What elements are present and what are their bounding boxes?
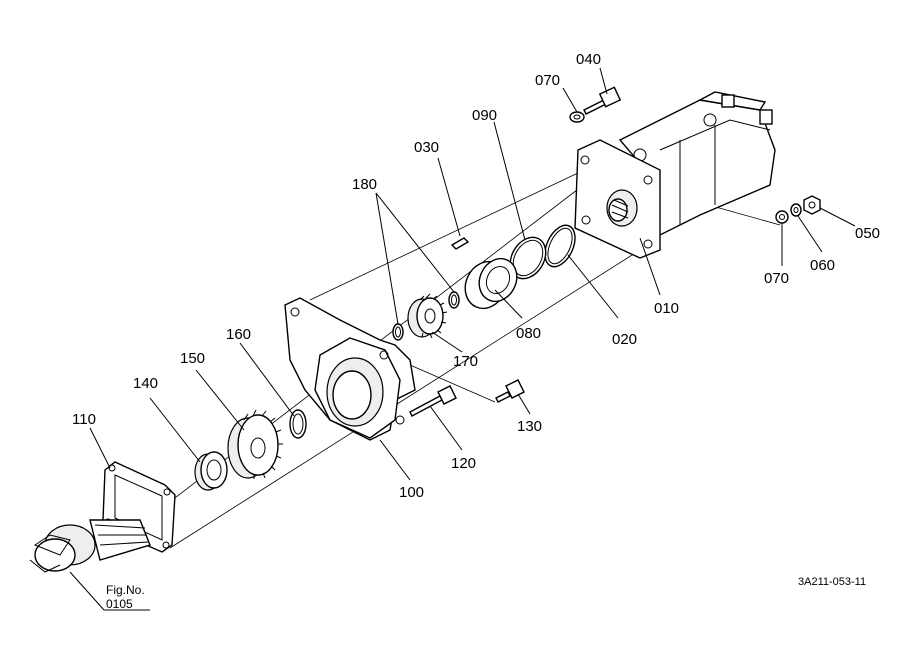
label-170: 170 (453, 353, 478, 370)
label-120: 120 (451, 455, 476, 472)
label-060: 060 (810, 257, 835, 274)
snap-ring-180-b (392, 323, 404, 341)
oil-seal-140 (194, 451, 228, 491)
drawing-code: 3A211-053-11 (798, 576, 866, 588)
label-160: 160 (226, 326, 251, 343)
label-080: 080 (516, 325, 541, 342)
label-070-top: 070 (535, 72, 560, 89)
bolt-120 (409, 385, 457, 417)
label-050: 050 (855, 225, 880, 242)
washer-070-right (775, 210, 789, 224)
snap-ring-180-a (448, 291, 460, 309)
gear-150 (227, 409, 283, 479)
assembly-guide-lines (119, 171, 781, 549)
label-090: 090 (472, 107, 497, 124)
figure-ref-line1: Fig.No. (106, 583, 145, 597)
label-020: 020 (612, 331, 637, 348)
part-labels: 040 070 090 030 180 050 060 070 010 020 … (72, 51, 880, 611)
hydraulic-pump-010 (574, 91, 776, 259)
snap-ring-160 (289, 409, 307, 439)
label-110: 110 (72, 411, 96, 428)
spring-washer-060 (790, 203, 802, 217)
label-030: 030 (414, 139, 439, 156)
gear-170 (407, 293, 448, 339)
nut-050 (803, 195, 821, 215)
label-140: 140 (133, 375, 158, 392)
label-150: 150 (180, 350, 205, 367)
shaft-fig-0105 (29, 519, 151, 573)
pin-030 (450, 237, 470, 250)
label-180: 180 (352, 176, 377, 193)
label-070-right: 070 (764, 270, 789, 287)
housing-100 (284, 297, 416, 441)
label-100: 100 (399, 484, 424, 501)
bolt-040 (583, 86, 622, 115)
bolt-130 (495, 379, 525, 403)
washer-070-top (569, 111, 585, 123)
label-010: 010 (654, 300, 679, 317)
o-ring-020 (544, 224, 576, 268)
collar-080 (464, 257, 518, 310)
leader-lines (69, 67, 856, 611)
figure-ref-line2: 0105 (106, 597, 133, 611)
label-040: 040 (576, 51, 601, 68)
label-130: 130 (517, 418, 542, 435)
